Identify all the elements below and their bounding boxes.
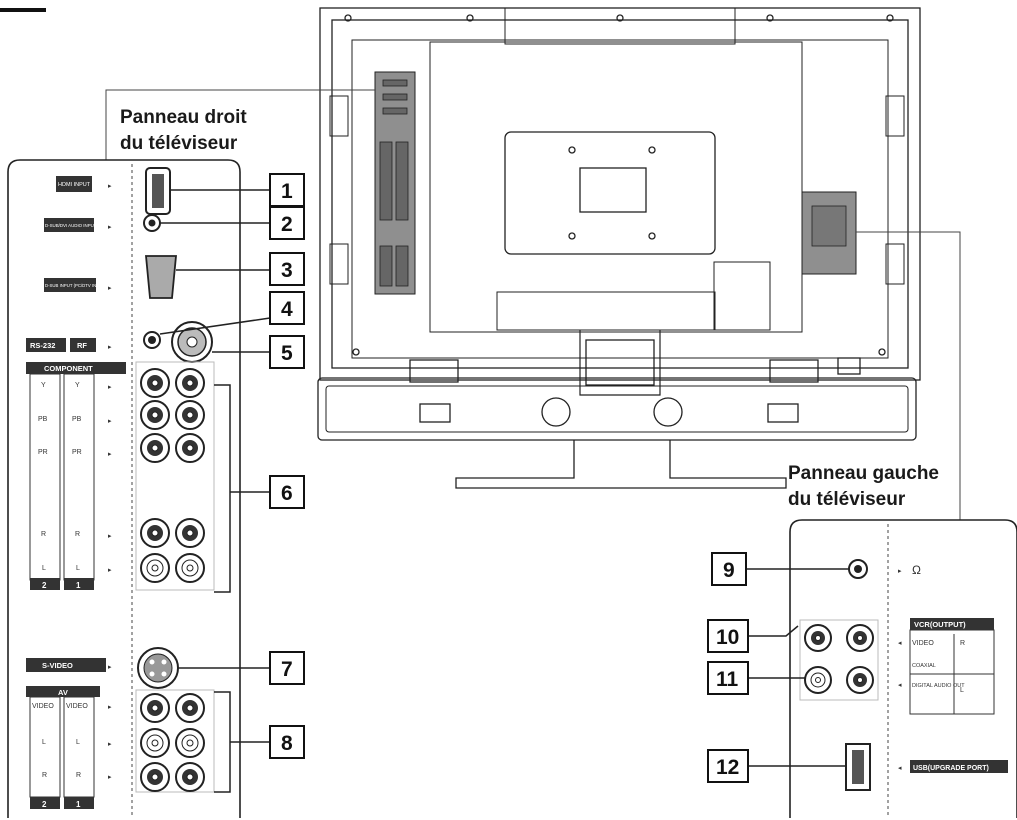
comp-pb-2: PB — [38, 416, 48, 423]
headphone-symbol: Ω — [912, 563, 921, 577]
coaxial-label: COAXIAL — [912, 663, 936, 669]
tv-back-view — [317, 7, 921, 489]
svg-text:▸: ▸ — [108, 741, 112, 748]
svg-text:▸: ▸ — [108, 344, 112, 351]
dsub-port — [145, 255, 177, 299]
vcr-video-label: VIDEO — [912, 640, 934, 647]
hdmi-label: HDMI INPUT — [58, 182, 91, 188]
av-video-2: VIDEO — [32, 703, 54, 710]
svg-text:▸: ▸ — [108, 418, 112, 425]
svg-text:10: 10 — [716, 626, 739, 649]
av-l-2: L — [42, 739, 46, 746]
vcr-output-jacks — [804, 624, 874, 694]
comp-y-2: Y — [41, 382, 46, 389]
svg-text:▸: ▸ — [108, 664, 112, 671]
vcr-output-label: VCR(OUTPUT) — [914, 620, 966, 629]
rs232-label: RS-232 — [30, 341, 55, 350]
vcr-r-label: R — [960, 640, 965, 647]
svg-text:6: 6 — [281, 482, 293, 505]
callout-box-8: 8 — [269, 725, 305, 759]
corner-rule — [0, 8, 46, 12]
svg-text:9: 9 — [723, 559, 735, 582]
callout-box-3: 3 — [269, 252, 305, 286]
left-panel-title-2: du téléviseur — [788, 489, 906, 510]
callout-box-10: 10 — [707, 619, 749, 653]
svg-text:3: 3 — [281, 259, 293, 282]
svg-text:▸: ▸ — [108, 567, 112, 574]
callout-box-5: 5 — [269, 335, 305, 369]
svg-text:2: 2 — [281, 213, 293, 236]
dsub-audio-label: D-SUB/DVI AUDIO INPUT — [45, 223, 97, 228]
callout-box-11: 11 — [707, 661, 749, 695]
av-label: AV — [58, 688, 68, 697]
svg-text:◂: ◂ — [898, 640, 902, 647]
svg-text:▸: ▸ — [108, 384, 112, 391]
av-r-1: R — [76, 772, 81, 779]
comp-r-1: R — [75, 531, 80, 538]
av-video-1: VIDEO — [66, 703, 88, 710]
comp-num-2: 2 — [42, 581, 47, 590]
comp-pr-2: PR — [38, 449, 48, 456]
component-label: COMPONENT — [44, 364, 93, 373]
right-panel-title-1: Panneau droit — [120, 107, 247, 128]
digital-audio-label: DIGITAL AUDIO OUT — [912, 683, 965, 689]
comp-y-1: Y — [75, 382, 80, 389]
dsub-label: D-SUB INPUT (PC/DTV INPUT) — [45, 283, 107, 288]
callout-box-4: 4 — [269, 291, 305, 325]
left-panel-title-1: Panneau gauche — [788, 463, 939, 484]
svg-text:8: 8 — [281, 732, 293, 755]
svg-text:1: 1 — [281, 180, 293, 203]
svg-text:▸: ▸ — [108, 774, 112, 781]
callout-box-9: 9 — [711, 552, 747, 586]
vcr-l-label: L — [960, 687, 964, 694]
leader-left-panel — [856, 231, 961, 520]
svg-text:▸: ▸ — [108, 533, 112, 540]
svg-text:▸: ▸ — [108, 285, 112, 292]
svg-text:◂: ◂ — [898, 682, 902, 689]
leader-right-panel — [105, 89, 375, 160]
usb-label: USB(UPGRADE PORT) — [913, 765, 989, 772]
av-r-2: R — [42, 772, 47, 779]
svg-text:▸: ▸ — [108, 183, 112, 190]
comp-l-2: L — [42, 565, 46, 572]
right-panel-title-2: du téléviseur — [120, 133, 238, 154]
comp-pb-1: PB — [72, 416, 82, 423]
comp-num-1: 1 — [76, 581, 81, 590]
svg-text:▸: ▸ — [108, 224, 112, 231]
callout-box-7: 7 — [269, 651, 305, 685]
svg-text:▸: ▸ — [108, 451, 112, 458]
av-l-1: L — [76, 739, 80, 746]
callout-box-6: 6 — [269, 475, 305, 509]
comp-pr-1: PR — [72, 449, 82, 456]
callout-box-1: 1 — [269, 173, 305, 207]
av-num-2: 2 — [42, 800, 47, 809]
svg-text:◂: ◂ — [898, 765, 902, 772]
svg-text:12: 12 — [716, 756, 739, 779]
comp-r-2: R — [41, 531, 46, 538]
av-num-1: 1 — [76, 800, 81, 809]
svg-text:11: 11 — [716, 668, 739, 691]
svg-text:4: 4 — [281, 298, 293, 321]
rf-label: RF — [77, 341, 87, 350]
svg-text:▸: ▸ — [898, 568, 902, 575]
svideo-label: S-VIDEO — [42, 661, 73, 670]
svg-text:▸: ▸ — [108, 704, 112, 711]
svg-text:5: 5 — [281, 342, 293, 365]
callout-box-2: 2 — [269, 206, 305, 240]
svg-text:7: 7 — [281, 658, 293, 681]
callout-box-12: 12 — [707, 749, 749, 783]
comp-l-1: L — [76, 565, 80, 572]
